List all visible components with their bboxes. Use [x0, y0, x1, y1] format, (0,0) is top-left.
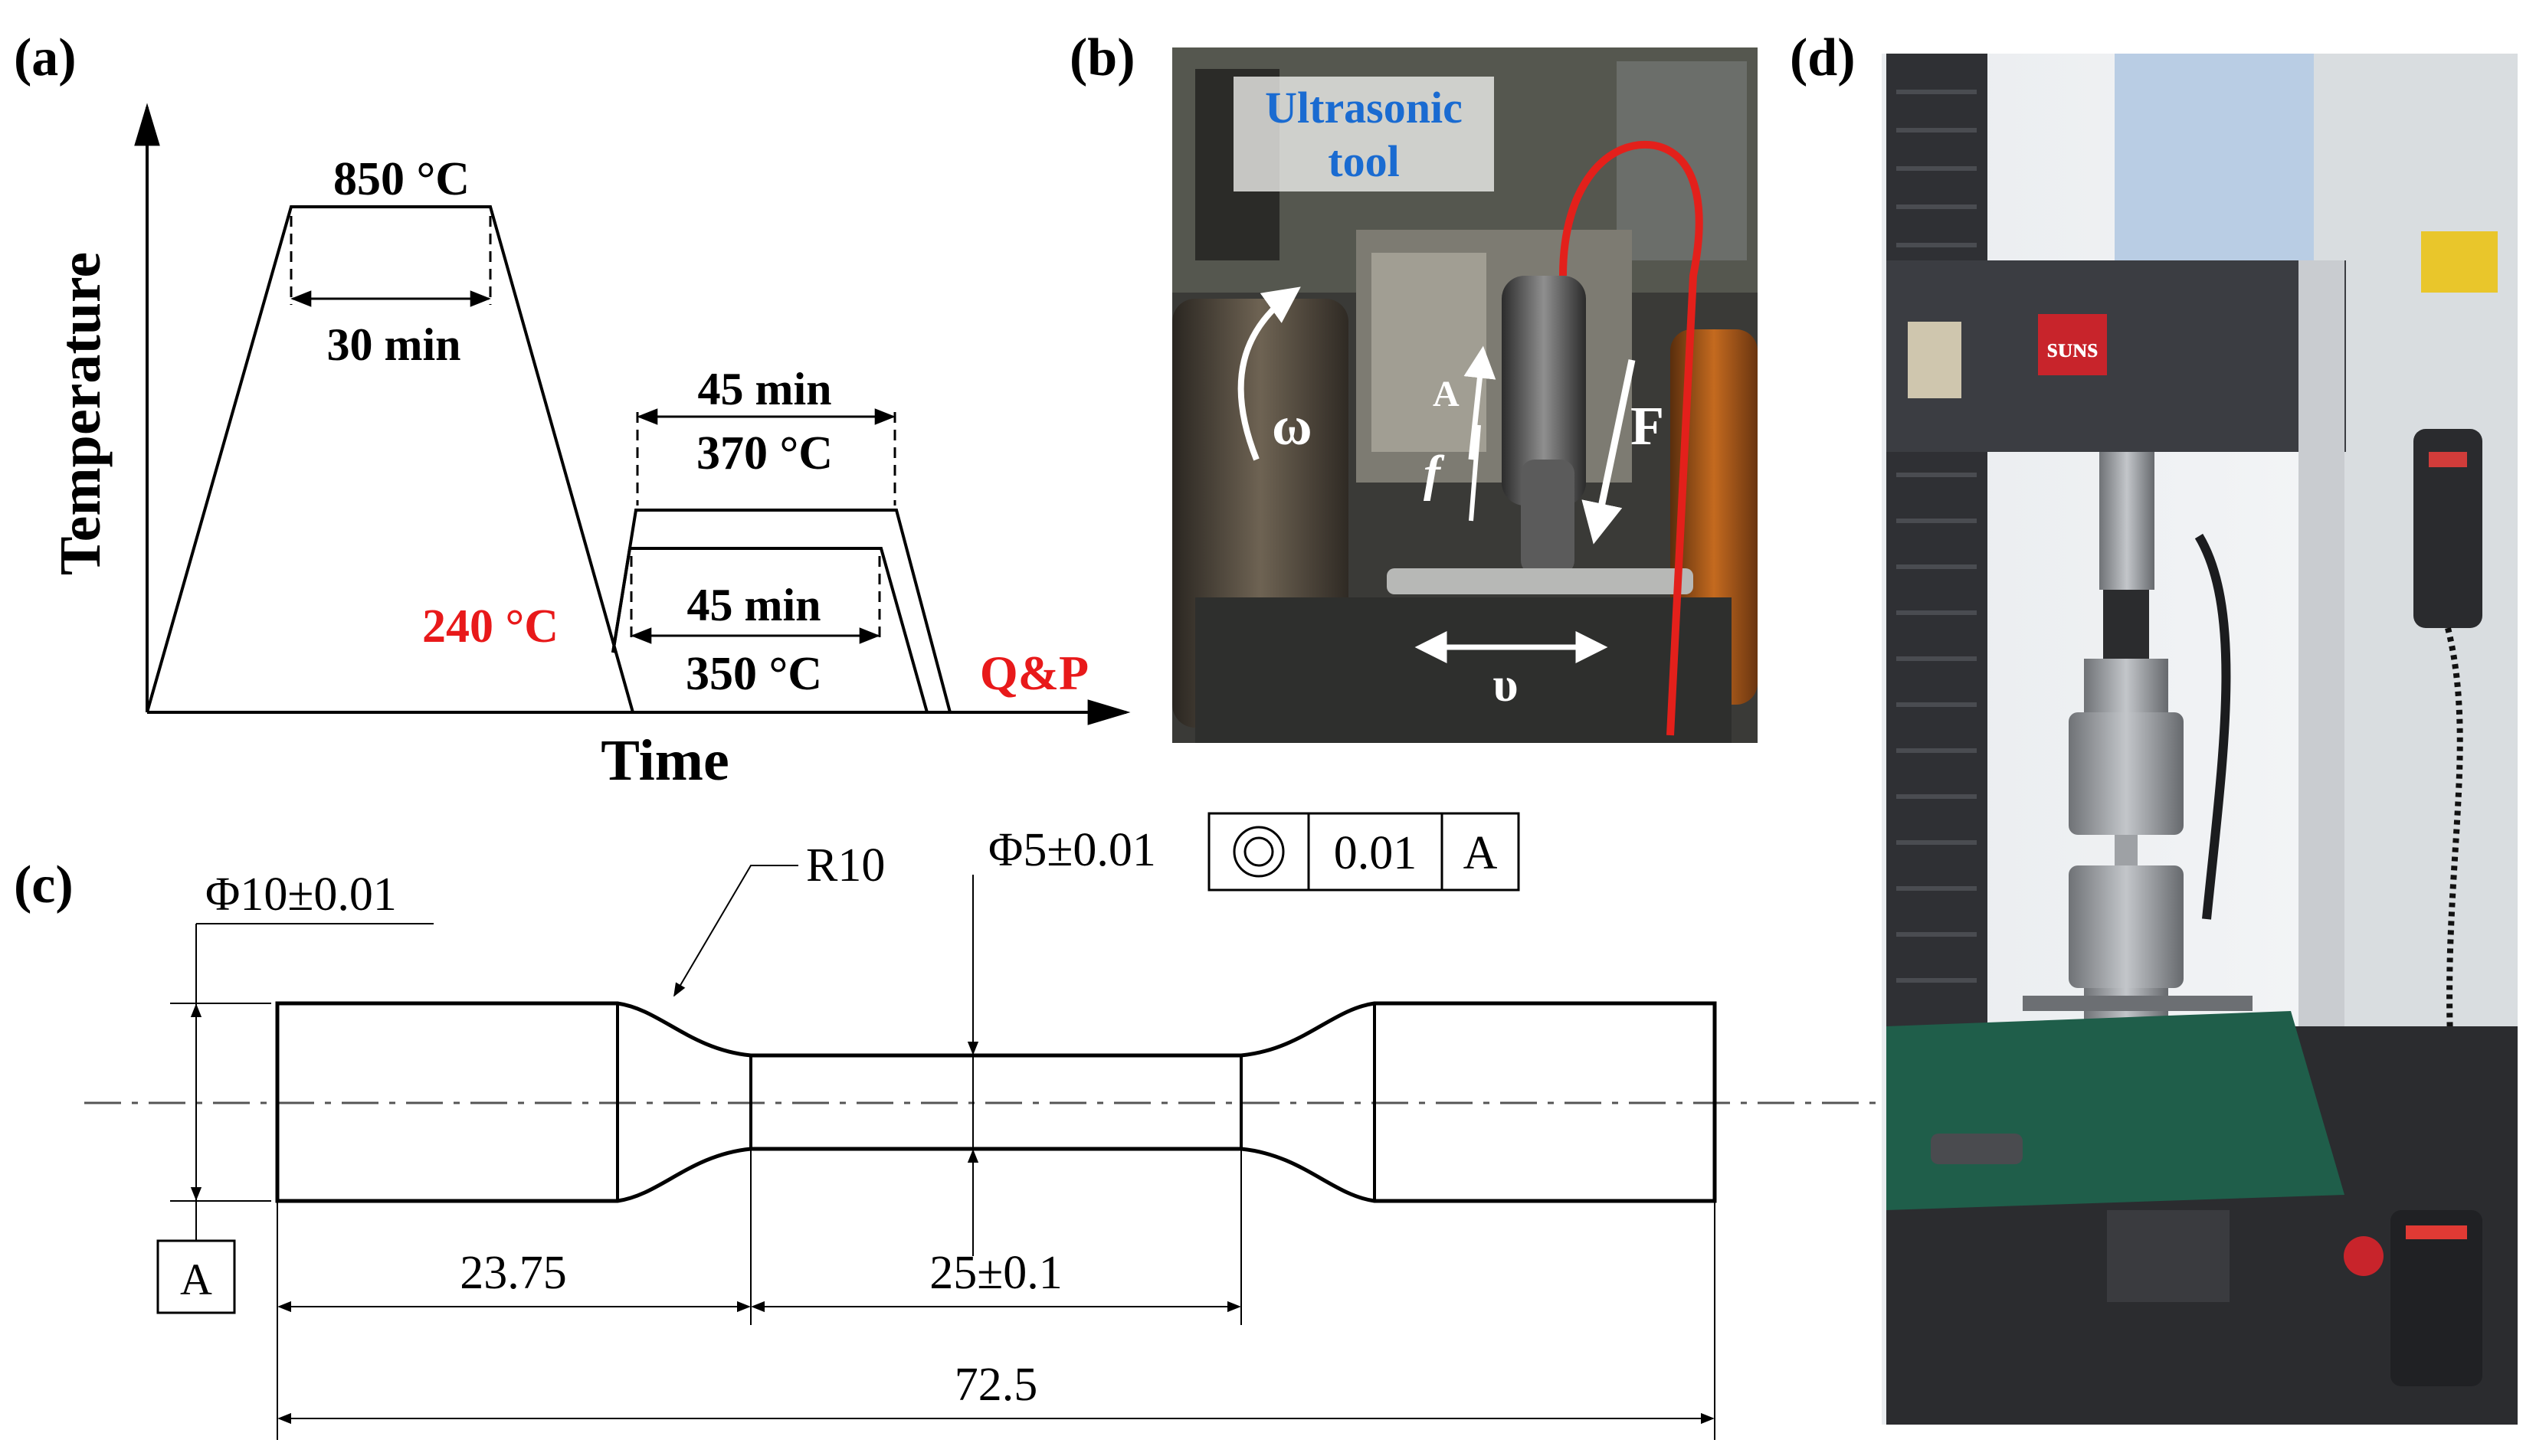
austenitize-time-label: 30 min: [326, 319, 460, 370]
hand-controller-display: [2406, 1225, 2467, 1239]
warning-sticker: [2421, 231, 2498, 293]
rotation-arrow: [1237, 286, 1301, 461]
gauge-diameter-label: Φ5±0.01: [988, 824, 1156, 876]
load-cell: [2099, 452, 2154, 590]
time-axis-label: Time: [601, 728, 729, 793]
tool-label-line1: Ultrasonic: [1265, 83, 1463, 133]
fillet-leader: [673, 865, 798, 997]
partition-370-temp-label: 370 °C: [696, 427, 833, 479]
tolerance-value: 0.01: [1334, 827, 1417, 879]
specimen-in-grip: [2115, 835, 2138, 865]
panel-b-ultrasonic-photo: (b) Ultrasonic tool ω A f F υ: [1070, 28, 1758, 743]
machine-column-left: [1886, 54, 1987, 1026]
crosshead-beam: [1886, 260, 2346, 452]
temperature-axis-label: Temperature: [48, 252, 113, 575]
emergency-stop-button: [2344, 1236, 2384, 1276]
process-label: Q&P: [980, 646, 1089, 700]
grip-diameter-label: Φ10±0.01: [205, 869, 397, 921]
column-louvers: [1896, 90, 1977, 983]
datum-label: A: [180, 1255, 212, 1304]
shoulder-length-label: 23.75: [460, 1247, 567, 1299]
force-label: F: [1630, 395, 1664, 456]
remote-controller-display: [2429, 452, 2467, 467]
panel-label-d: (d): [1790, 28, 1856, 87]
partition-350-temp-label: 350 °C: [686, 648, 822, 700]
cable-bundle: [2194, 533, 2231, 920]
tool-on-mat: [1931, 1134, 2023, 1164]
austenitize-temp-label: 850 °C: [333, 153, 470, 205]
tool-label-box: [1234, 77, 1494, 191]
ultrasonic-tool-body: [1502, 276, 1586, 506]
workpiece-bar: [1387, 568, 1693, 594]
rotation-label: ω: [1272, 395, 1312, 456]
tool-holder-face: [1371, 253, 1486, 452]
grip-accessory: [2107, 1210, 2230, 1302]
machine-sticker: [1908, 322, 1961, 398]
tool-label-line2: tool: [1328, 136, 1399, 186]
gauge-length-label: 25±0.1: [929, 1247, 1063, 1299]
force-arrow: [1581, 359, 1636, 545]
panel-a-heat-treatment-diagram: (a) Temperature Time 850 °C 30 min 240 °…: [14, 28, 1131, 793]
total-length-label: 72.5: [955, 1359, 1038, 1411]
amplitude-label: A: [1433, 374, 1460, 414]
upper-coupling: [2084, 659, 2168, 712]
frequency-arrow: [1469, 424, 1481, 522]
hand-controller: [2390, 1210, 2482, 1386]
panel-label-a: (a): [14, 28, 77, 87]
remote-controller: [2413, 429, 2482, 628]
ultrasonic-tool-tip: [1521, 460, 1574, 574]
grip-handle: [2023, 996, 2253, 1011]
partition-350-time-label: 45 min: [686, 580, 821, 630]
air-hose: [1559, 140, 1703, 736]
tolerance-datum-ref: A: [1463, 827, 1498, 879]
specimen-outline: [275, 1001, 1717, 1203]
load-cell-adapter: [2103, 590, 2149, 659]
panel-label-b: (b): [1070, 28, 1135, 87]
brand-logo: [2038, 314, 2107, 375]
brand-logo-text: sᴜɴs: [2047, 332, 2099, 363]
datum-box: [156, 1239, 236, 1314]
velocity-label: υ: [1492, 657, 1518, 712]
panel-label-c: (c): [14, 856, 74, 914]
lathe-bed: [1195, 597, 1732, 743]
quench-temp-label: 240 °C: [422, 600, 559, 653]
fillet-radius-label: R10: [806, 839, 885, 892]
amplitude-arrow: [1463, 345, 1496, 460]
concentricity-icon: [1233, 826, 1285, 878]
panel-c-specimen-drawing: (c) Φ10±0.01 A R10 Φ5±0.01: [14, 812, 1885, 1440]
austenitize-curve: [146, 205, 634, 713]
lower-grip: [2069, 865, 2184, 988]
panel-d-testing-machine-photo: (d) sᴜɴs: [1790, 28, 2518, 1425]
upper-grip: [2069, 712, 2184, 835]
partition-350-curve: [611, 547, 929, 713]
partition-370-time-label: 45 min: [697, 364, 831, 414]
green-mat: [1886, 1011, 2344, 1210]
window-panel: [2115, 54, 2337, 260]
